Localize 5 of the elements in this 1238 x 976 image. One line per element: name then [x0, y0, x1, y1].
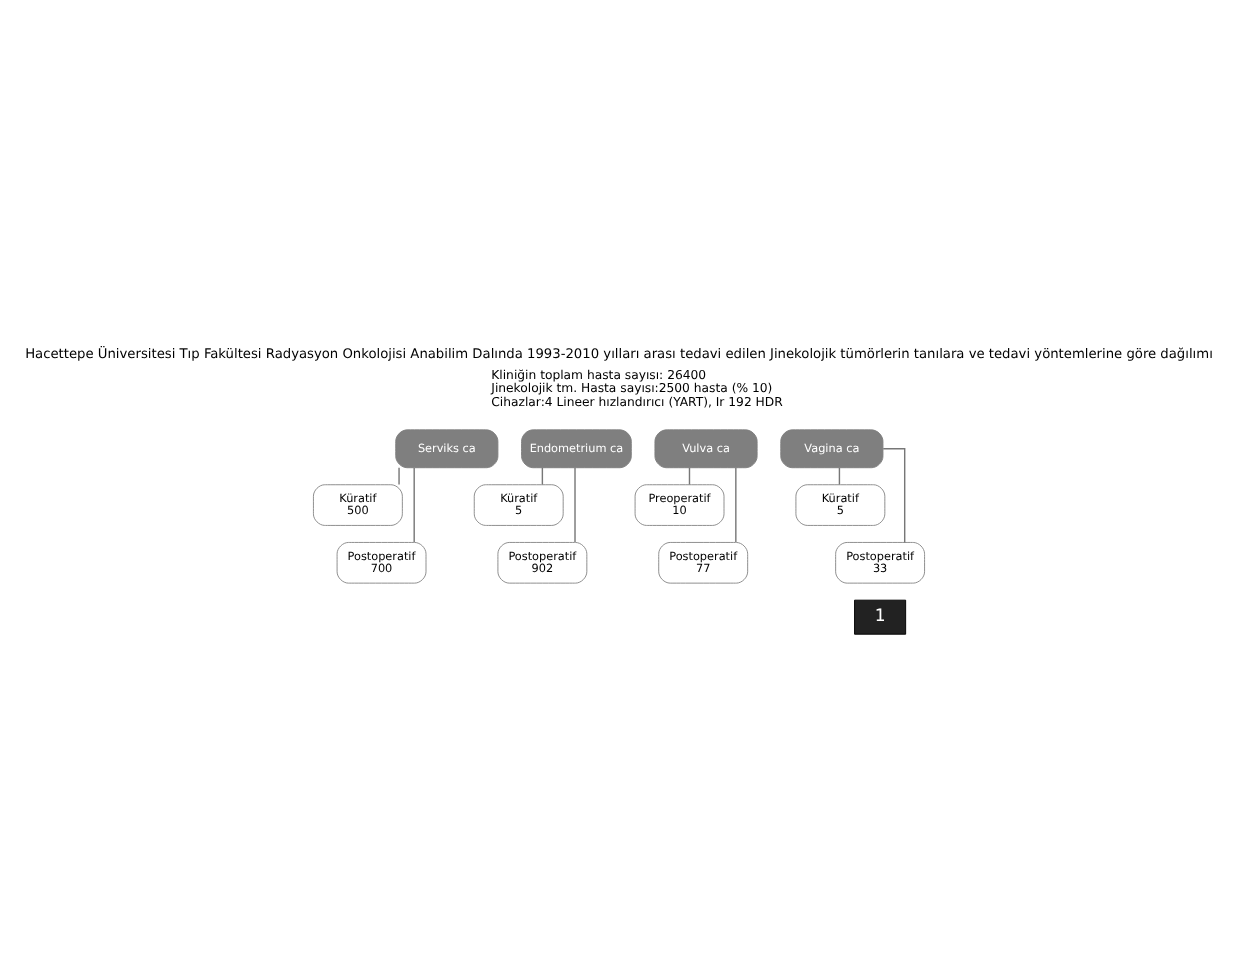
connector — [574, 466, 576, 542]
connector — [398, 466, 400, 485]
connector — [413, 466, 415, 542]
label: 1 — [874, 606, 886, 627]
connector — [735, 466, 737, 542]
